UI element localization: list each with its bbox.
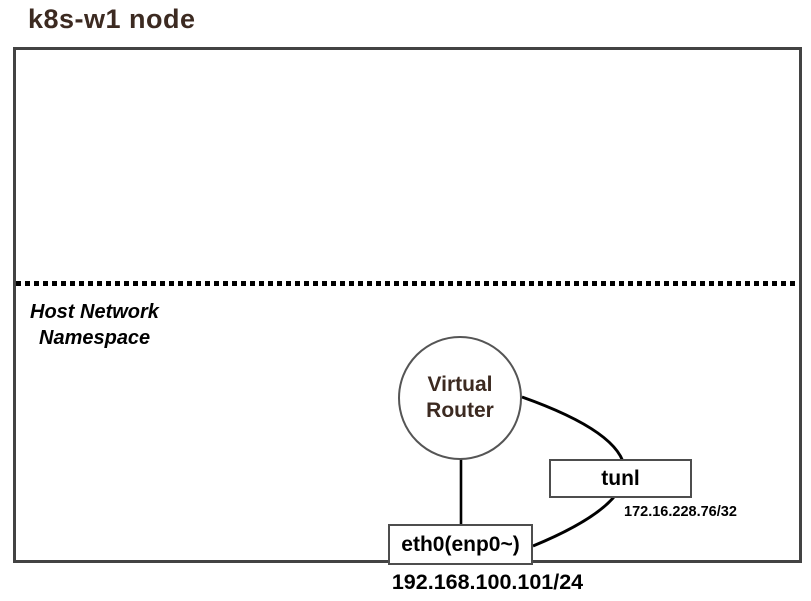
- tunl-interface-label: tunl: [601, 466, 640, 490]
- virtual-router-node: Virtual Router: [398, 336, 522, 460]
- host-namespace-label-line2: Namespace: [39, 327, 151, 349]
- virtual-router-label-line2: Router: [426, 399, 494, 422]
- page-title: k8s-w1 node: [28, 4, 196, 34]
- host-namespace-label-line1: Host Network: [30, 301, 159, 323]
- host-namespace-label: Host Network Namespace: [30, 299, 159, 351]
- eth0-interface-node: eth0(enp0~): [388, 524, 533, 565]
- namespace-divider-dotted-line: [16, 281, 799, 286]
- tunl-interface-node: tunl: [549, 459, 692, 498]
- eth0-ip-address: 192.168.100.101/24: [391, 570, 584, 594]
- tunl-ip-address: 172.16.228.76/32: [624, 504, 737, 520]
- eth0-interface-label: eth0(enp0~): [401, 532, 520, 556]
- virtual-router-label-line1: Virtual: [427, 373, 493, 396]
